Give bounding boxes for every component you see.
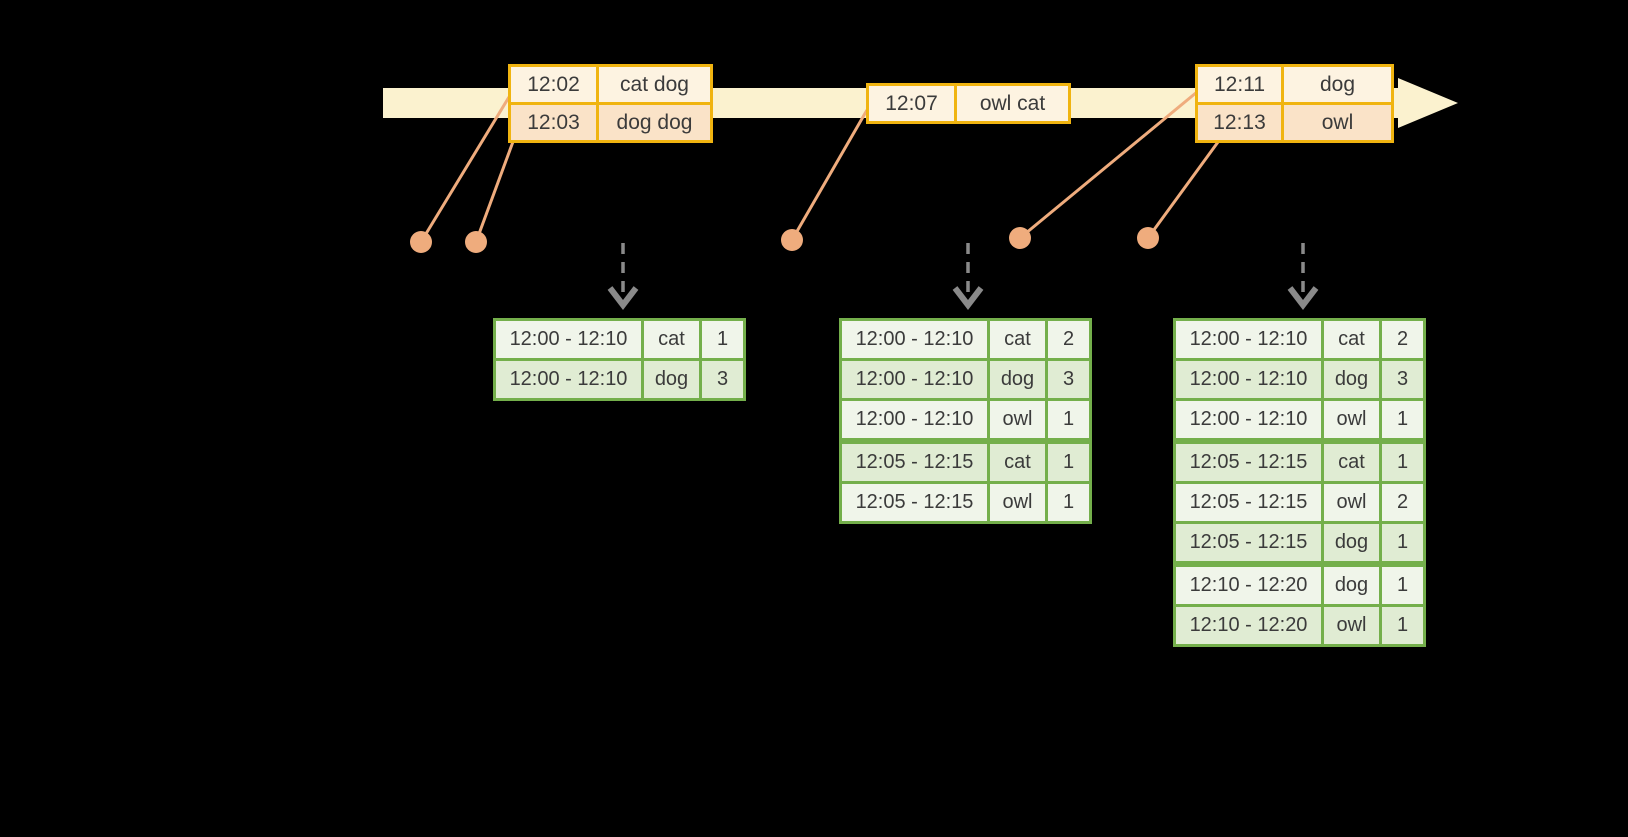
table-cell: owl cat <box>954 83 1071 124</box>
table-cell: cat dog <box>596 64 713 105</box>
connector-line <box>474 138 516 243</box>
table-cell: 1 <box>699 318 746 361</box>
table-cell: dog <box>1321 358 1382 401</box>
table-cell: dog <box>987 358 1048 401</box>
table-cell: 3 <box>1045 358 1092 401</box>
table-cell: 12:00 - 12:10 <box>839 318 990 361</box>
connector-line <box>1019 90 1198 240</box>
table-cell: 2 <box>1379 318 1426 361</box>
table-cell: dog <box>1321 561 1382 607</box>
table-cell: 12:00 - 12:10 <box>1173 318 1324 361</box>
table-cell: 12:00 - 12:10 <box>493 318 644 361</box>
event-dot <box>1009 227 1031 249</box>
connector-line <box>419 96 511 243</box>
table-cell: 12:05 - 12:15 <box>839 438 990 484</box>
event-dot <box>1137 227 1159 249</box>
down-arrowhead-icon <box>607 286 639 310</box>
table-cell: owl <box>987 398 1048 443</box>
down-arrowhead-icon <box>1287 286 1319 310</box>
table-cell: 3 <box>699 358 746 401</box>
table-cell: 12:00 - 12:10 <box>1173 398 1324 443</box>
table-cell: 1 <box>1379 398 1426 443</box>
table-cell: 2 <box>1379 481 1426 524</box>
table-cell: 1 <box>1379 438 1426 484</box>
table-cell: 12:00 - 12:10 <box>1173 358 1324 401</box>
table-cell: 12:02 <box>508 64 599 105</box>
trigger-arrows <box>607 243 1319 310</box>
table-cell: 12:10 - 12:20 <box>1173 604 1324 647</box>
table-cell: dog <box>1321 521 1382 566</box>
table-cell: 12:10 - 12:20 <box>1173 561 1324 607</box>
connector-line <box>1146 141 1220 239</box>
table-cell: 12:00 - 12:10 <box>839 358 990 401</box>
table-cell: 12:00 - 12:10 <box>839 398 990 443</box>
table-cell: cat <box>1321 438 1382 484</box>
table-cell: 1 <box>1045 438 1092 484</box>
connector-lines <box>419 90 1220 243</box>
event-dots <box>410 227 1159 253</box>
table-cell: 2 <box>1045 318 1092 361</box>
connector-line <box>790 109 869 241</box>
table-cell: 1 <box>1045 398 1092 443</box>
table-cell: cat <box>641 318 702 361</box>
event-dot <box>781 229 803 251</box>
table-cell: owl <box>1321 398 1382 443</box>
table-cell: 12:00 - 12:10 <box>493 358 644 401</box>
table-cell: 12:07 <box>866 83 957 124</box>
table-cell: 1 <box>1379 521 1426 566</box>
table-cell: 1 <box>1379 604 1426 647</box>
table-cell: owl <box>1281 102 1394 143</box>
table-cell: cat <box>1321 318 1382 361</box>
table-cell: 12:13 <box>1195 102 1284 143</box>
table-cell: dog <box>1281 64 1394 105</box>
event-dot <box>410 231 432 253</box>
table-cell: dog dog <box>596 102 713 143</box>
table-cell: 12:05 - 12:15 <box>1173 521 1324 566</box>
event-dot <box>465 231 487 253</box>
table-cell: 12:03 <box>508 102 599 143</box>
down-arrowhead-icon <box>952 286 984 310</box>
table-cell: owl <box>1321 604 1382 647</box>
table-cell: cat <box>987 318 1048 361</box>
table-cell: 12:05 - 12:15 <box>1173 481 1324 524</box>
table-cell: dog <box>641 358 702 401</box>
table-cell: 3 <box>1379 358 1426 401</box>
table-cell: 1 <box>1045 481 1092 524</box>
table-cell: 12:11 <box>1195 64 1284 105</box>
table-cell: owl <box>1321 481 1382 524</box>
table-cell: cat <box>987 438 1048 484</box>
table-cell: 1 <box>1379 561 1426 607</box>
table-cell: 12:05 - 12:15 <box>1173 438 1324 484</box>
table-cell: owl <box>987 481 1048 524</box>
table-cell: 12:05 - 12:15 <box>839 481 990 524</box>
